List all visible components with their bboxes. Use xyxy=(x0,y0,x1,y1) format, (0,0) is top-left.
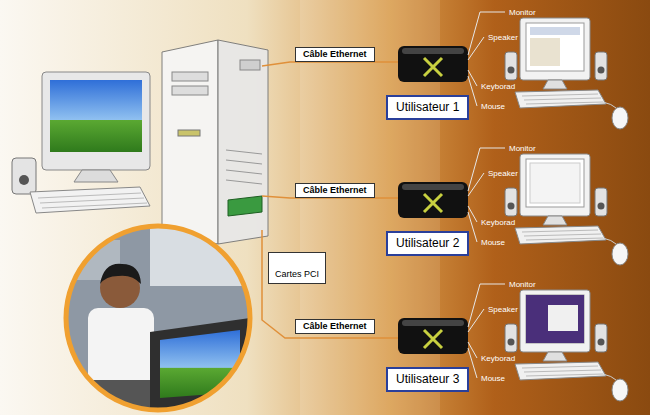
part-label: Keyborad xyxy=(481,82,515,91)
part-label: Mouse xyxy=(481,374,505,383)
box-text: Utilisateur 2 xyxy=(396,236,459,251)
user-box: Utilisateur 2 xyxy=(386,231,469,256)
user-box: Utilisateur 1 xyxy=(386,95,469,120)
part-label: Speaker xyxy=(488,33,518,42)
user-box: Utilisateur 3 xyxy=(386,367,469,392)
part-label: Monitor xyxy=(509,8,536,17)
cable-label-box: Câble Ethernet xyxy=(295,319,375,334)
cable-label-box: Câble Ethernet xyxy=(295,183,375,198)
pci-label-box: Cartes PCI xyxy=(268,252,326,284)
box-text: Câble Ethernet xyxy=(303,321,367,332)
part-label: Speaker xyxy=(488,169,518,178)
box-text: Câble Ethernet xyxy=(303,49,367,60)
part-label: Mouse xyxy=(481,102,505,111)
box-text: Utilisateur 1 xyxy=(396,100,459,115)
box-text: Utilisateur 3 xyxy=(396,372,459,387)
cable-label-box: Câble Ethernet xyxy=(295,47,375,62)
part-label: Monitor xyxy=(509,144,536,153)
part-label: Monitor xyxy=(509,280,536,289)
box-text: Cartes PCI xyxy=(275,269,319,280)
box-text: Câble Ethernet xyxy=(303,185,367,196)
part-label: Keyborad xyxy=(481,218,515,227)
part-label: Keyborad xyxy=(481,354,515,363)
part-label: Speaker xyxy=(488,305,518,314)
part-label: Mouse xyxy=(481,238,505,247)
